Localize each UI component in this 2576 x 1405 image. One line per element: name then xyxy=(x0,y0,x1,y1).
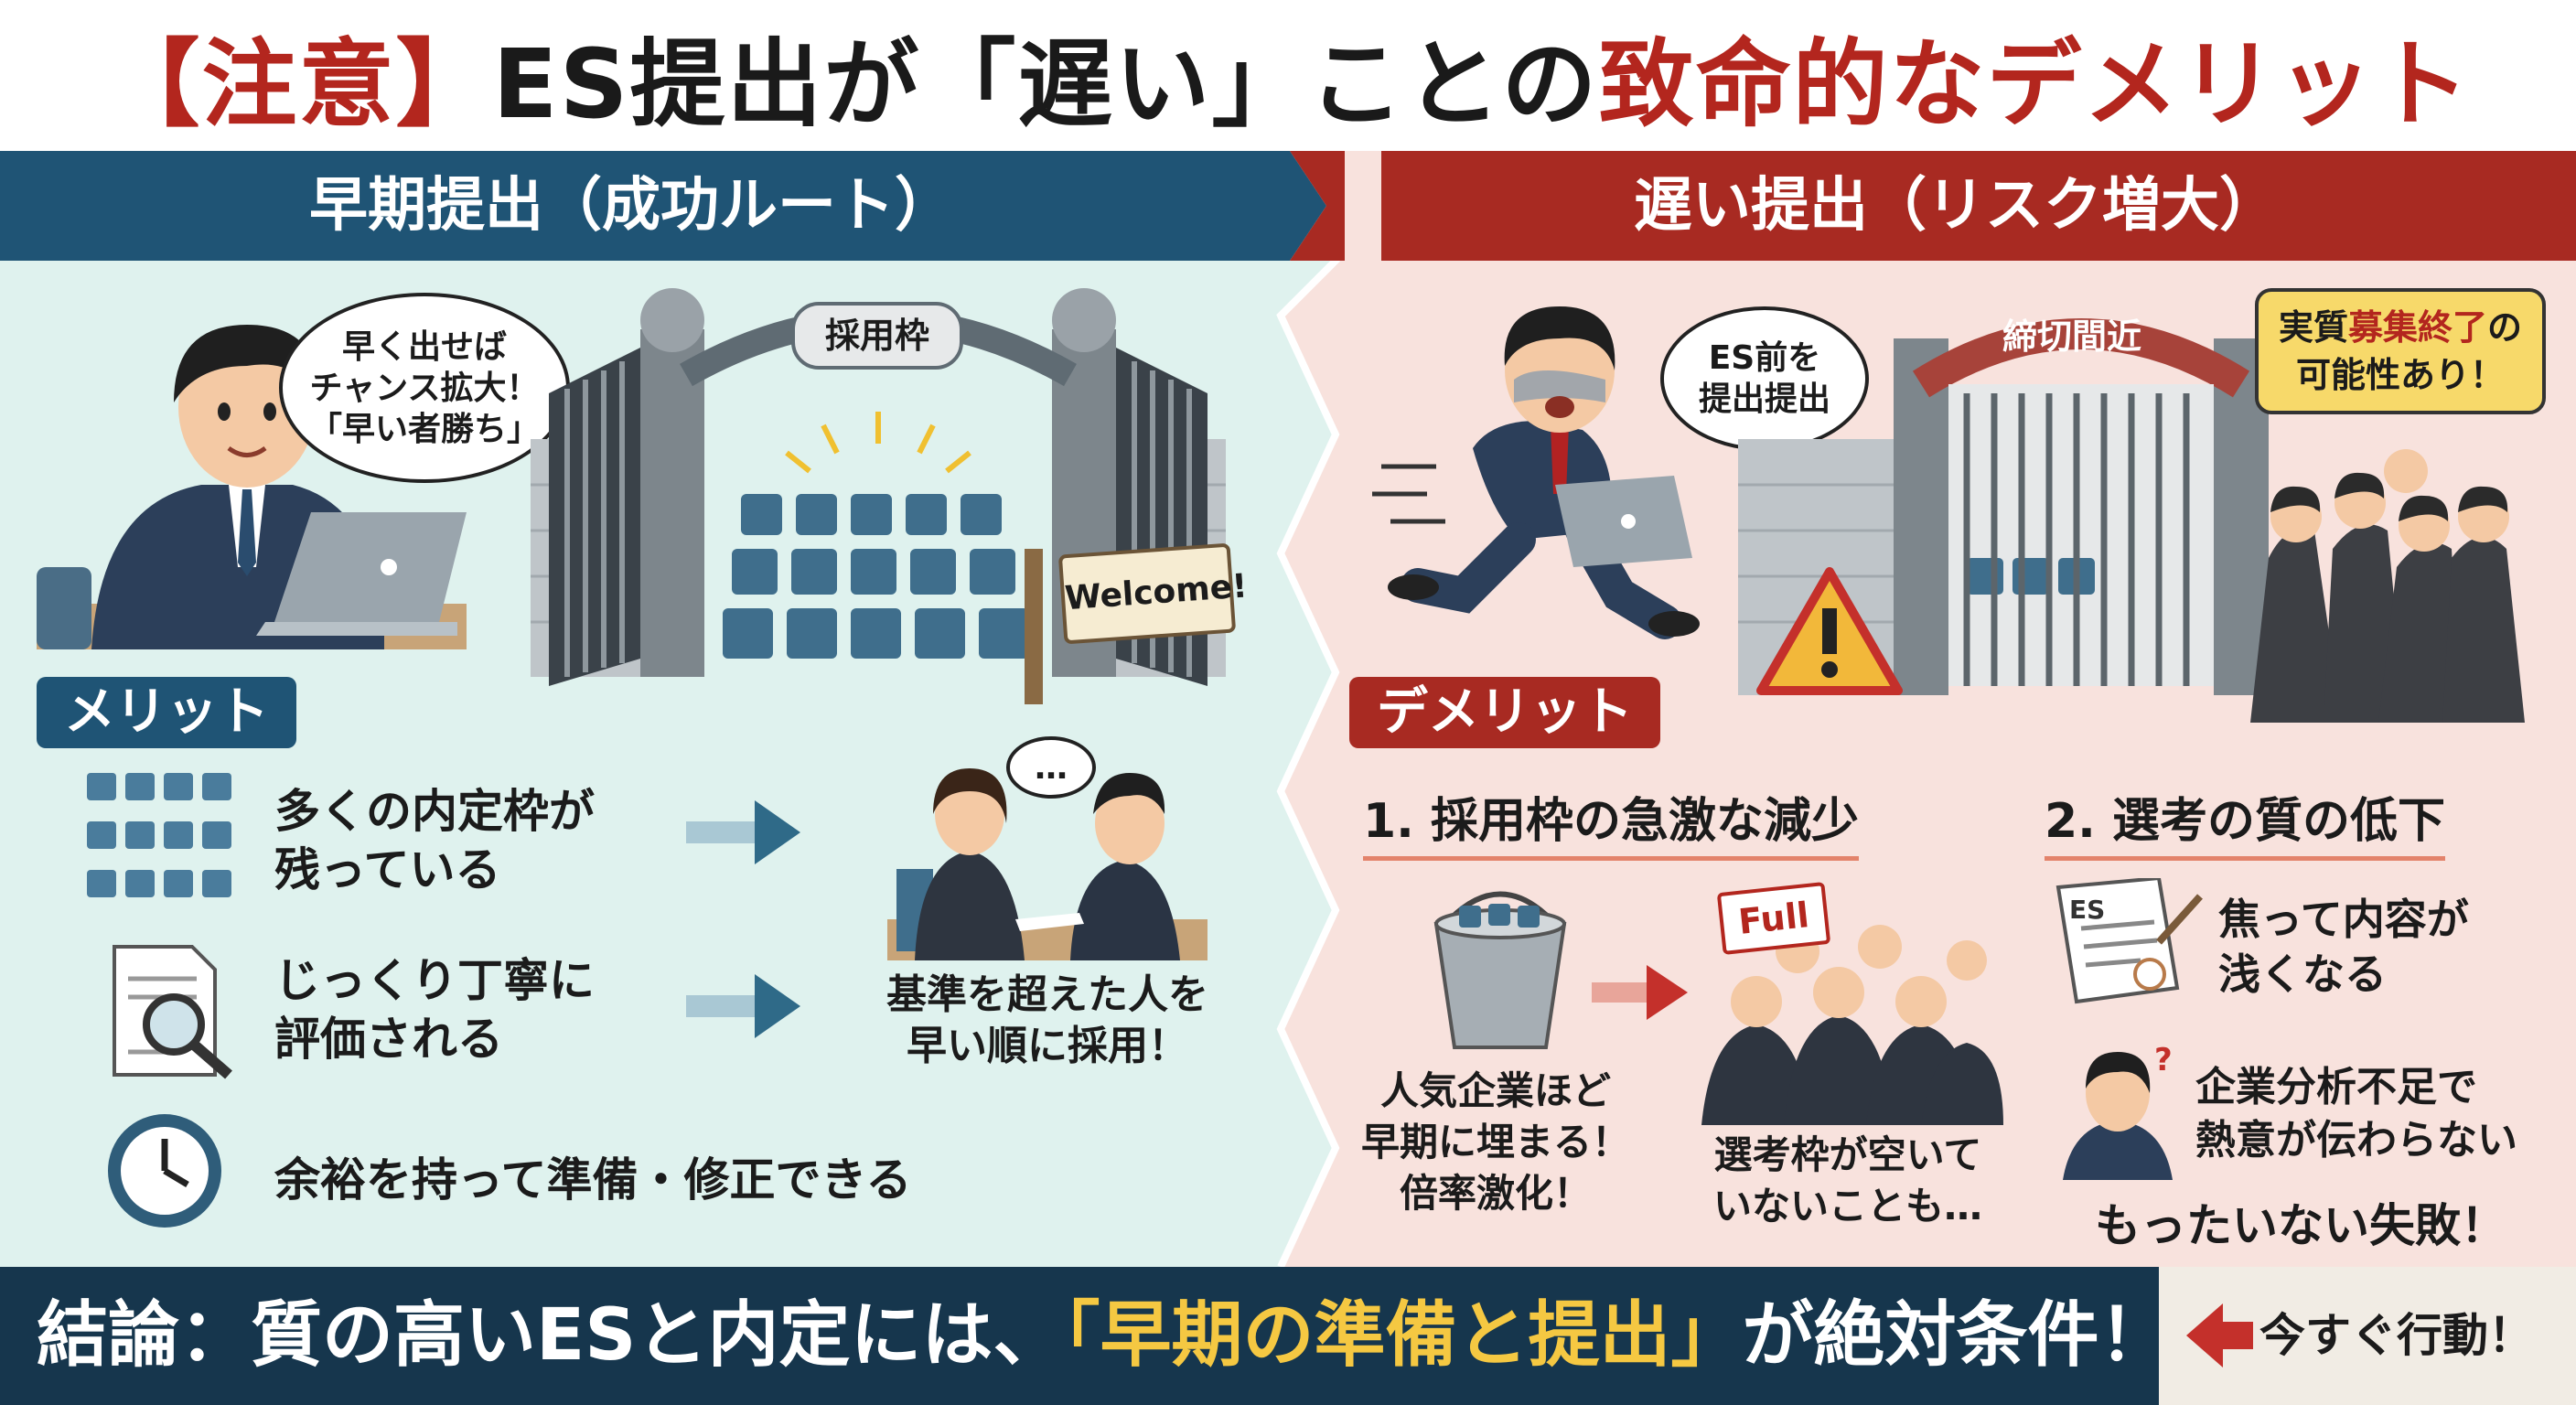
arrow-right-icon xyxy=(686,800,800,864)
left-speech-bubble: 早く出せば チャンス拡大！ 「早い者勝ち」 xyxy=(279,293,570,483)
arrow-right-icon xyxy=(686,974,800,1038)
warning-note-after: の 可能性あり！ xyxy=(2295,307,2523,395)
conclusion-banner xyxy=(0,1267,2576,1405)
interview-speech-bubble: … xyxy=(1006,736,1096,799)
right-header-band xyxy=(1281,151,2576,261)
title-emphasis: 致命的なデメリット xyxy=(1598,28,2472,140)
bucket-icon xyxy=(1433,891,1567,1049)
demerit-1-title-text: 1. 採用枠の急激な減少 xyxy=(1363,794,1860,861)
demerit-2-title: 2. 選考の質の低下 xyxy=(2045,782,2446,861)
svg-text:?: ? xyxy=(2154,1043,2173,1078)
quota-gate-sign: 採用枠 xyxy=(791,302,963,370)
demerit-2-title-text: 2. 選考の質の低下 xyxy=(2045,794,2446,861)
late-student-running-illustration xyxy=(1372,306,1700,639)
confused-student-icon: ? xyxy=(2063,1043,2173,1180)
arrow-right-icon xyxy=(1592,965,1688,1020)
merit-2-text: じっくり丁寧に 評価される xyxy=(274,954,595,1066)
clock-icon xyxy=(108,1114,221,1228)
welcome-sign: Welcome! xyxy=(1057,542,1249,645)
demerit-1-caption-2: 選考枠が空いて いないことも… xyxy=(1712,1132,1982,1228)
warning-note-highlight: 募集終了 xyxy=(2347,307,2487,348)
demerit-1-title: 1. 採用枠の急激な減少 xyxy=(1363,782,1860,861)
right-header-title: 遅い提出（リスク増大） xyxy=(1634,172,2278,240)
header-arrow-shape xyxy=(1253,151,1345,261)
deadline-gate-sign: 締切間近 xyxy=(2002,316,2141,357)
title-prefix: 【注意】 xyxy=(104,28,493,140)
warning-icon xyxy=(1756,567,1903,695)
chairs-icon xyxy=(87,773,231,897)
left-header-title: 早期提出（成功ルート） xyxy=(309,172,953,240)
merit-3-text: 余裕を持って準備・修正できる xyxy=(274,1153,912,1207)
magnifier-document-icon xyxy=(113,945,232,1079)
merit-1-text: 多くの内定枠が 残っている xyxy=(274,785,595,896)
crowded-applicants-illustration xyxy=(1701,925,2003,1125)
title-main: ES提出が「遅い」ことの xyxy=(492,28,1599,140)
interview-illustration xyxy=(887,768,1208,960)
messy-es-document-icon xyxy=(2055,878,2203,1004)
full-sign: Full xyxy=(1716,882,1831,955)
page-title: 【注意】 ES提出が「遅い」ことの 致命的なデメリット xyxy=(0,0,2576,151)
conclusion-text: 結論：質の高いESと内定には、「早期の準備と提出」が絶対条件！ xyxy=(37,1267,2171,1405)
conclusion-highlight: 「早期の準備と提出」 xyxy=(1064,1294,1743,1377)
conclusion-before: 結論：質の高いESと内定には、 xyxy=(37,1294,1065,1377)
demerit-2-item-2: 企業分析不足で 熱意が伝わらない xyxy=(2195,1064,2517,1164)
demerit-1-caption: 人気企業ほど 早期に埋まる！ 倍率激化！ xyxy=(1360,1068,1630,1216)
warning-note: 実質募集終了の 可能性あり！ xyxy=(2255,288,2546,414)
student-at-laptop-illustration xyxy=(37,325,467,649)
merit-label: メリット xyxy=(37,677,296,748)
zigzag-divider xyxy=(1253,151,1381,1267)
closing-gate-crowd-illustration xyxy=(1738,318,2525,723)
conclusion-after: が絶対条件！ xyxy=(1742,1294,2171,1377)
action-text: 今すぐ行動！ xyxy=(2259,1309,2534,1362)
demerit-label: デメリット xyxy=(1349,677,1660,748)
demerit-2-item-1: 焦って内容が 浅くなる xyxy=(2218,895,2469,999)
arrow-left-icon xyxy=(2186,1303,2253,1367)
warning-note-before: 実質 xyxy=(2278,307,2348,348)
left-header-band-cover xyxy=(0,151,1262,261)
es-label: ES xyxy=(2069,895,2106,925)
demerit-2-footer: もったいない失敗！ xyxy=(2095,1199,2506,1252)
result-text: 基準を超えた人を 早い順に採用！ xyxy=(886,971,1208,1069)
